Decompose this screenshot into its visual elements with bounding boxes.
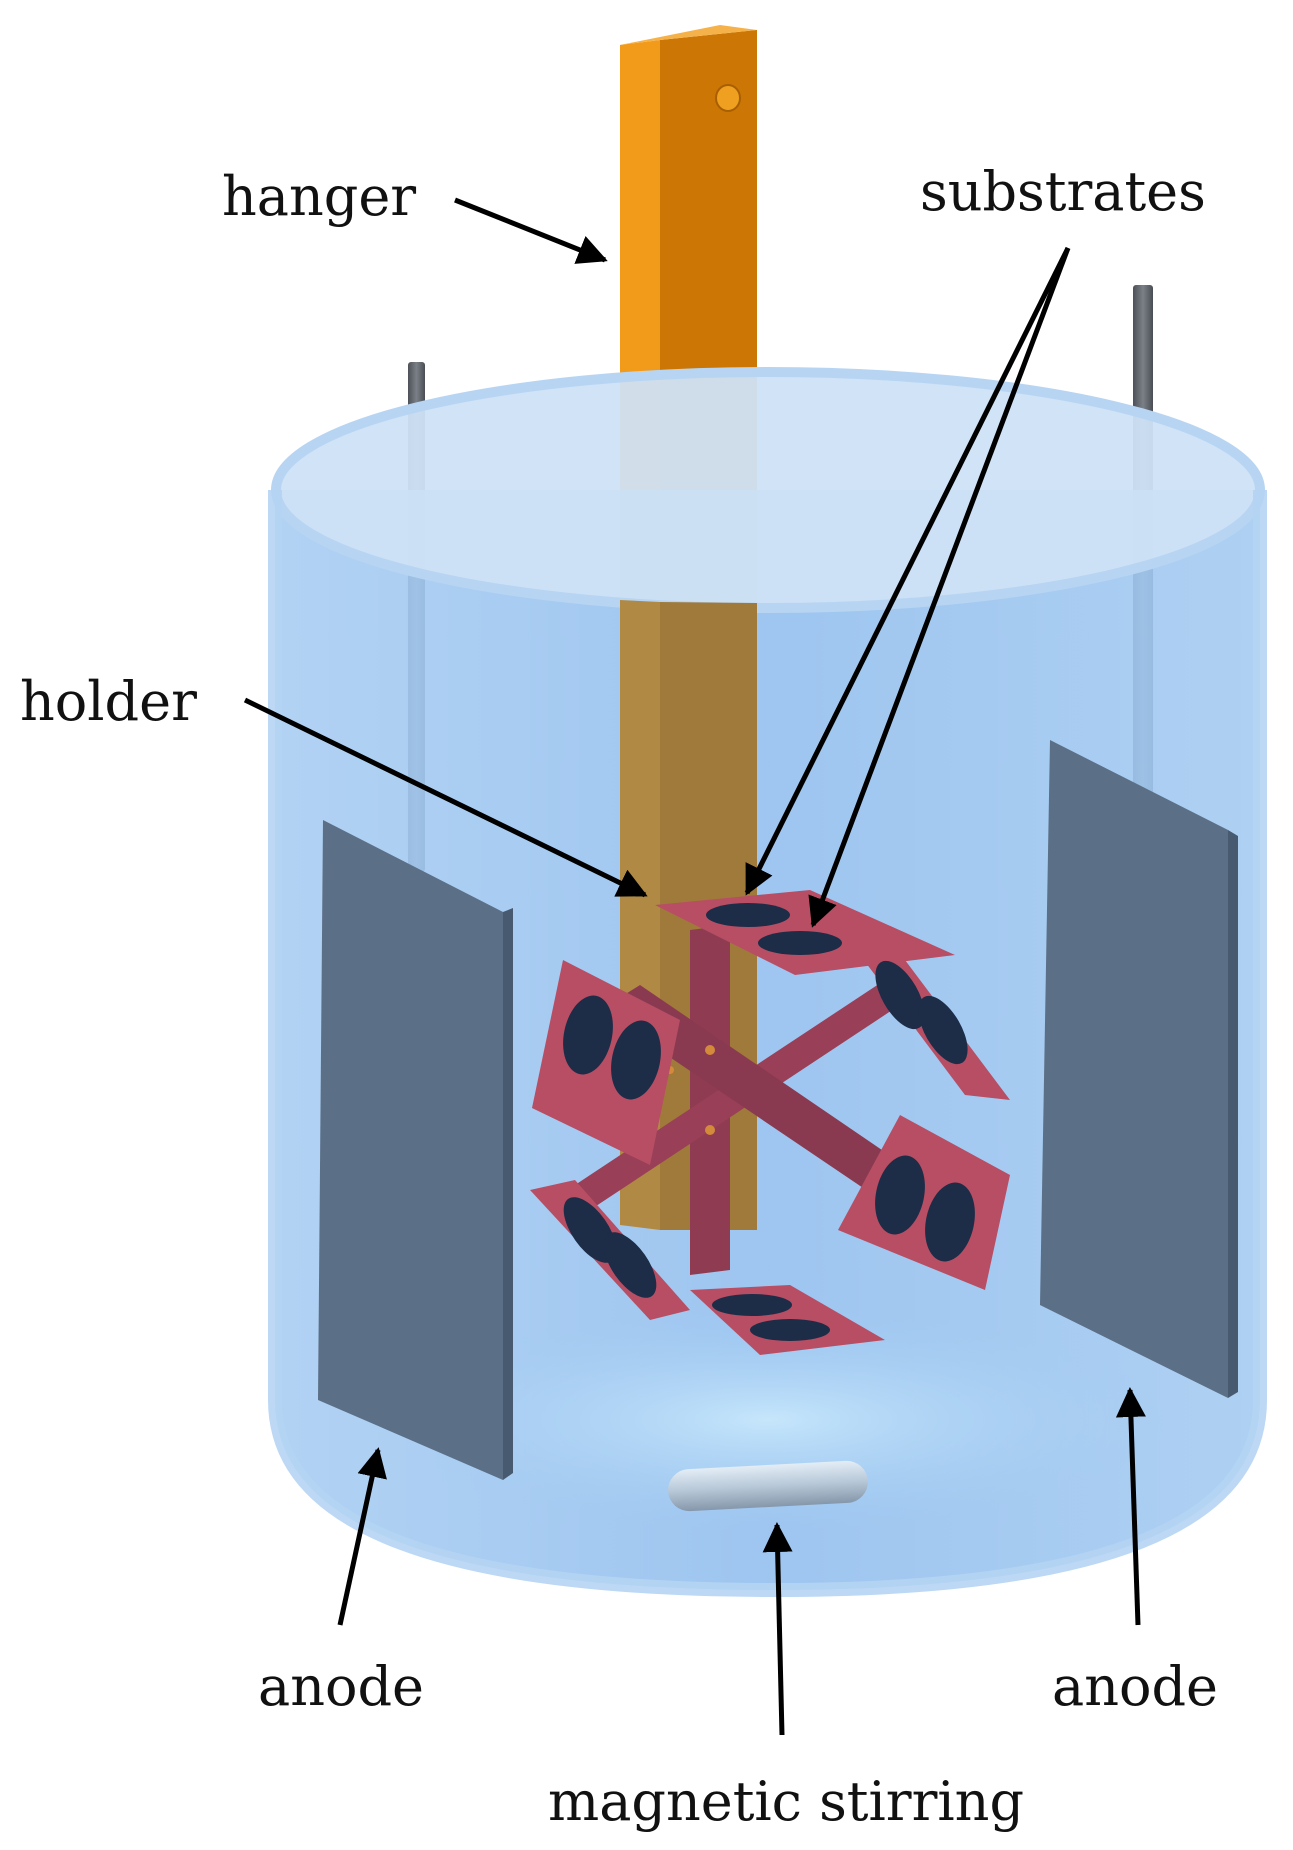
arrow-substrates-1 xyxy=(744,246,1071,896)
label-holder: holder xyxy=(20,670,197,733)
substrate-disc xyxy=(918,995,968,1065)
arrows xyxy=(243,197,1146,1736)
substrate-disc xyxy=(875,960,925,1030)
beaker xyxy=(268,367,1267,1598)
arrow-hanger xyxy=(454,197,608,264)
substrate-disc xyxy=(563,1197,617,1263)
anode-right xyxy=(1040,740,1238,1398)
label-anode-left: anode xyxy=(258,1655,424,1718)
hanger-hole xyxy=(715,84,741,112)
holder-hole xyxy=(705,1045,715,1055)
arrow-holder xyxy=(243,697,648,898)
substrate-disc xyxy=(758,931,842,955)
substrate-disc xyxy=(712,1294,792,1316)
substrate-disc xyxy=(563,995,613,1075)
substrate-disc xyxy=(750,1319,830,1341)
substrate-disc xyxy=(875,1155,925,1235)
arrow-anode-left xyxy=(337,1447,387,1626)
label-substrates: substrates xyxy=(920,160,1206,223)
substrate-disc xyxy=(603,1232,657,1298)
label-magnetic-stirring: magnetic stirring xyxy=(548,1770,1024,1833)
holder-hole xyxy=(705,1125,715,1135)
substrate-disc xyxy=(611,1020,661,1100)
arrow-anode-right xyxy=(1115,1387,1146,1626)
stir-bar xyxy=(668,1460,868,1512)
anode-left xyxy=(318,820,513,1480)
arrow-magnetic-stirring xyxy=(762,1522,793,1736)
substrate-disc xyxy=(706,903,790,927)
label-hanger: hanger xyxy=(222,165,416,228)
substrate-disc xyxy=(925,1182,975,1262)
liquid-surface xyxy=(276,372,1260,608)
holder xyxy=(530,890,1010,1355)
arrow-substrates-2 xyxy=(808,247,1071,928)
label-anode-right: anode xyxy=(1052,1655,1218,1718)
